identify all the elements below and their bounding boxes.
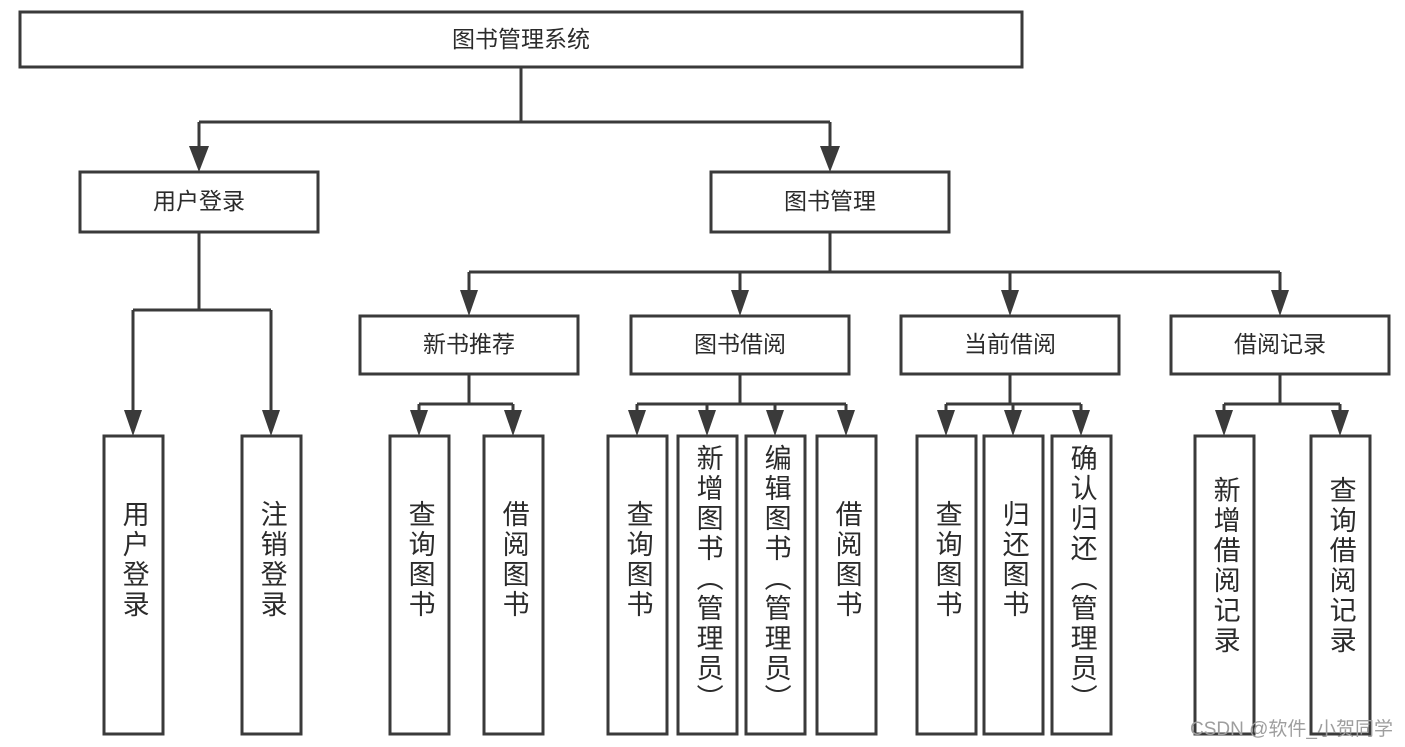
node-book-borrow-box[interactable] [629, 314, 851, 376]
arrow-bookborrow-leaf2 [698, 410, 716, 436]
node-book-management[interactable]: 图书管理 [709, 170, 951, 234]
node-root-box[interactable] [18, 10, 1024, 69]
node-book-management-label: 图书管理 [784, 188, 876, 214]
arrow-userlogin-leaf2 [262, 410, 280, 436]
node-new-book-recommend[interactable]: 新书推荐 [358, 314, 580, 376]
node-borrow-record-label: 借阅记录 [1234, 331, 1326, 357]
arrow-bookborrow-leaf4 [837, 410, 855, 436]
node-book-borrow-label: 图书借阅 [694, 331, 786, 357]
leaf-box-bb-edit[interactable] [744, 434, 807, 736]
leaf-box-br-query[interactable] [1309, 434, 1372, 736]
arrow-borrowrecord-leaf1 [1215, 410, 1233, 436]
connector-group [124, 67, 1349, 436]
node-root[interactable]: 图书管理系统 [18, 10, 1024, 69]
arrow-to-book-mgmt [820, 146, 840, 172]
arrow-borrowrecord-leaf2 [1331, 410, 1349, 436]
leaf-box-cb-query[interactable] [915, 434, 978, 736]
node-borrow-record-box[interactable] [1169, 314, 1391, 376]
arrow-currentborrow-leaf1 [937, 410, 955, 436]
arrow-bookborrow-leaf3 [766, 410, 784, 436]
node-new-book-recommend-label: 新书推荐 [423, 331, 515, 357]
node-user-login-label: 用户登录 [153, 188, 245, 214]
node-current-borrow-label: 当前借阅 [964, 331, 1056, 357]
leaf-box-cb-return[interactable] [982, 434, 1045, 736]
leaf-box-br-add[interactable] [1193, 434, 1256, 736]
node-user-login[interactable]: 用户登录 [78, 170, 320, 234]
leaf-box-user-login[interactable] [102, 434, 165, 736]
arrow-to-newbook [460, 290, 478, 316]
node-borrow-record[interactable]: 借阅记录 [1169, 314, 1391, 376]
arrow-to-borrowrecord [1271, 290, 1289, 316]
arrow-currentborrow-leaf3 [1072, 410, 1090, 436]
arrow-newbook-leaf2 [504, 410, 522, 436]
leaf-box-bb-borrow[interactable] [815, 434, 878, 736]
arrow-currentborrow-leaf2 [1004, 410, 1022, 436]
leaf-box-logout[interactable] [240, 434, 303, 736]
node-current-borrow-box[interactable] [899, 314, 1121, 376]
arrow-to-user-login [189, 146, 209, 172]
node-root-label: 图书管理系统 [452, 26, 590, 52]
node-current-borrow[interactable]: 当前借阅 [899, 314, 1121, 376]
leaf-box-newbook-borrow[interactable] [482, 434, 545, 736]
arrow-bookborrow-leaf1 [628, 410, 646, 436]
leaf-box-cb-confirm[interactable] [1050, 434, 1113, 736]
arrow-to-currentborrow [1001, 290, 1019, 316]
node-user-login-box[interactable] [78, 170, 320, 234]
leaf-box-bb-query[interactable] [606, 434, 669, 736]
arrow-newbook-leaf1 [410, 410, 428, 436]
arrow-to-bookborrow [731, 290, 749, 316]
node-book-management-box[interactable] [709, 170, 951, 234]
node-new-book-recommend-box[interactable] [358, 314, 580, 376]
leaf-box-bb-add[interactable] [676, 434, 739, 736]
leaf-box-group [102, 434, 1372, 736]
arrow-userlogin-leaf1 [124, 410, 142, 436]
leaf-box-newbook-query[interactable] [388, 434, 451, 736]
node-book-borrow[interactable]: 图书借阅 [629, 314, 851, 376]
